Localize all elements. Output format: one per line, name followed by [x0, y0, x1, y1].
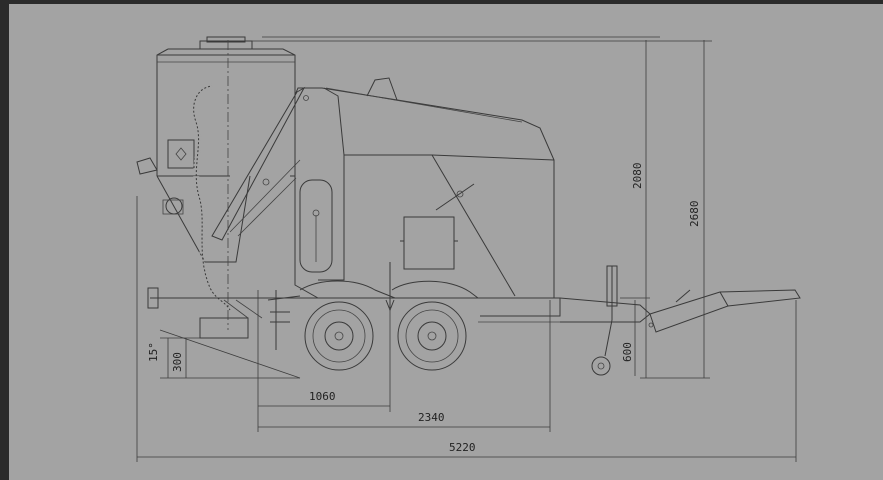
wheel-rear	[397, 301, 467, 371]
jockey-stand	[606, 265, 618, 307]
drawing-sheet	[9, 4, 883, 480]
wheel-front	[304, 301, 374, 371]
dim-label-2680: 2680	[688, 201, 701, 228]
dim-label-15-deg: 15°	[147, 342, 160, 362]
lever	[435, 183, 475, 211]
main-housing	[294, 77, 555, 312]
tow-hitch	[719, 289, 801, 307]
dim-label-1060: 1060	[309, 390, 336, 403]
dim-label-5220: 5220	[449, 441, 476, 454]
dim-label-2340: 2340	[418, 411, 445, 424]
outlet-nozzle	[199, 317, 249, 339]
hopper	[136, 36, 296, 330]
dim-label-600: 600	[621, 342, 634, 362]
side-panel	[299, 179, 333, 273]
dim-label-300: 300	[171, 352, 184, 372]
dim-label-2080: 2080	[631, 163, 644, 190]
drawbar	[559, 297, 651, 323]
dimension-lines	[136, 36, 797, 462]
jockey-wheel	[591, 356, 611, 376]
suction-hose	[190, 83, 233, 312]
hopper-cap	[206, 36, 246, 43]
conveyor-arm	[211, 86, 306, 241]
chassis	[147, 265, 801, 376]
control-box	[167, 139, 195, 169]
access-hatch	[403, 216, 455, 270]
top-vent	[366, 77, 398, 101]
